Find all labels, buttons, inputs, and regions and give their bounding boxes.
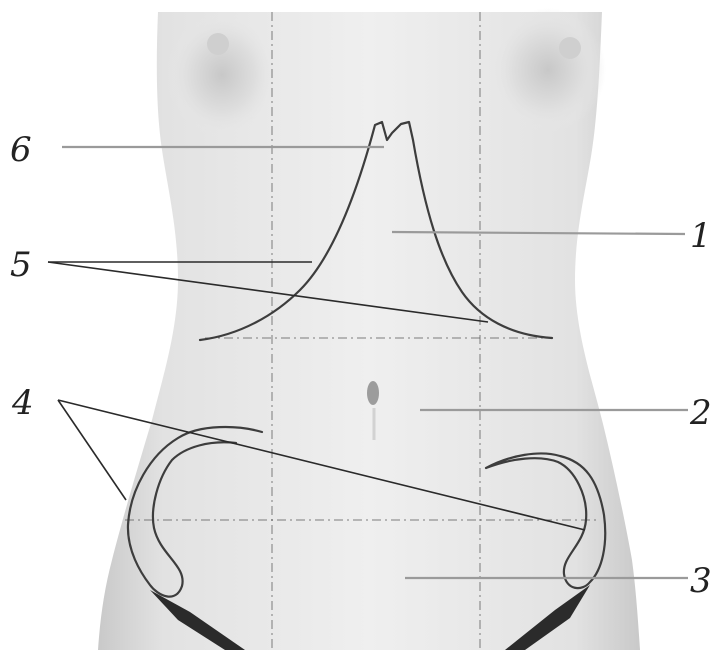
label-5: 5 [10,245,32,285]
left-breast-shading [167,13,277,137]
label-3: 3 [690,561,712,601]
label-1: 1 [690,216,712,256]
right-nipple [559,37,581,59]
label-4: 4 [11,383,34,423]
right-breast-shading [490,8,606,132]
label-2: 2 [689,393,712,433]
navel [367,381,379,405]
left-nipple [207,33,229,55]
label-6: 6 [10,130,32,170]
